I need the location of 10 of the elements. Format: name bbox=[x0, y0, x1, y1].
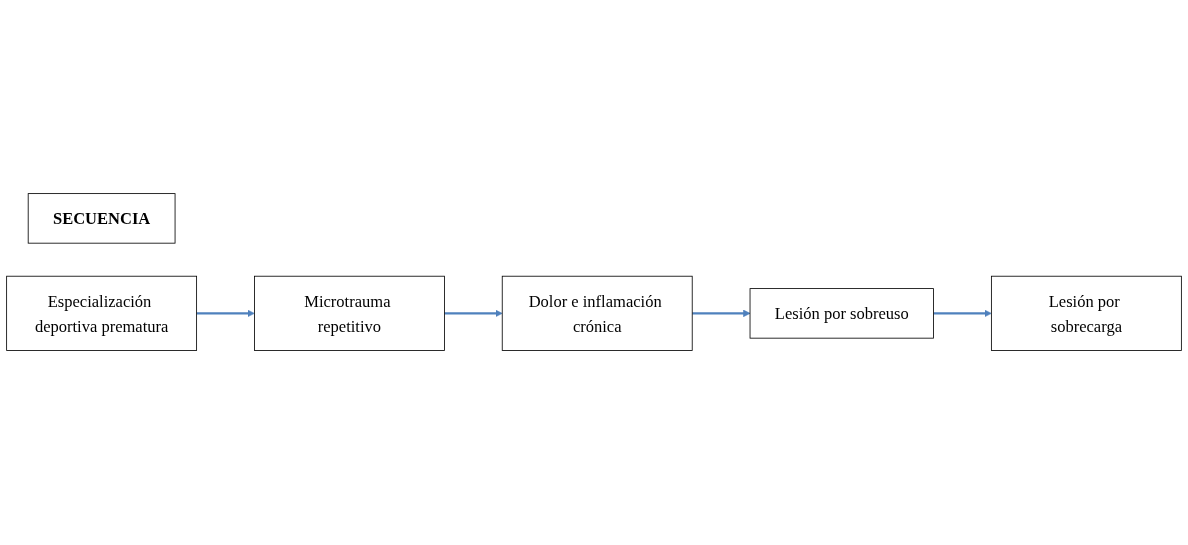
arrow bbox=[444, 310, 503, 318]
node-box: Especialización deportiva prematura bbox=[6, 276, 198, 352]
arrow bbox=[692, 310, 751, 318]
node-box: SECUENCIA bbox=[27, 193, 176, 244]
node-box: Lesión por sobreuso bbox=[749, 288, 934, 339]
arrow bbox=[933, 310, 992, 318]
node-box: Microtrauma repetitivo bbox=[254, 276, 445, 352]
arrow bbox=[196, 310, 255, 318]
node-box: Dolor e inflamación crónica bbox=[501, 276, 693, 352]
node-box: Lesión por sobrecarga bbox=[990, 276, 1182, 352]
